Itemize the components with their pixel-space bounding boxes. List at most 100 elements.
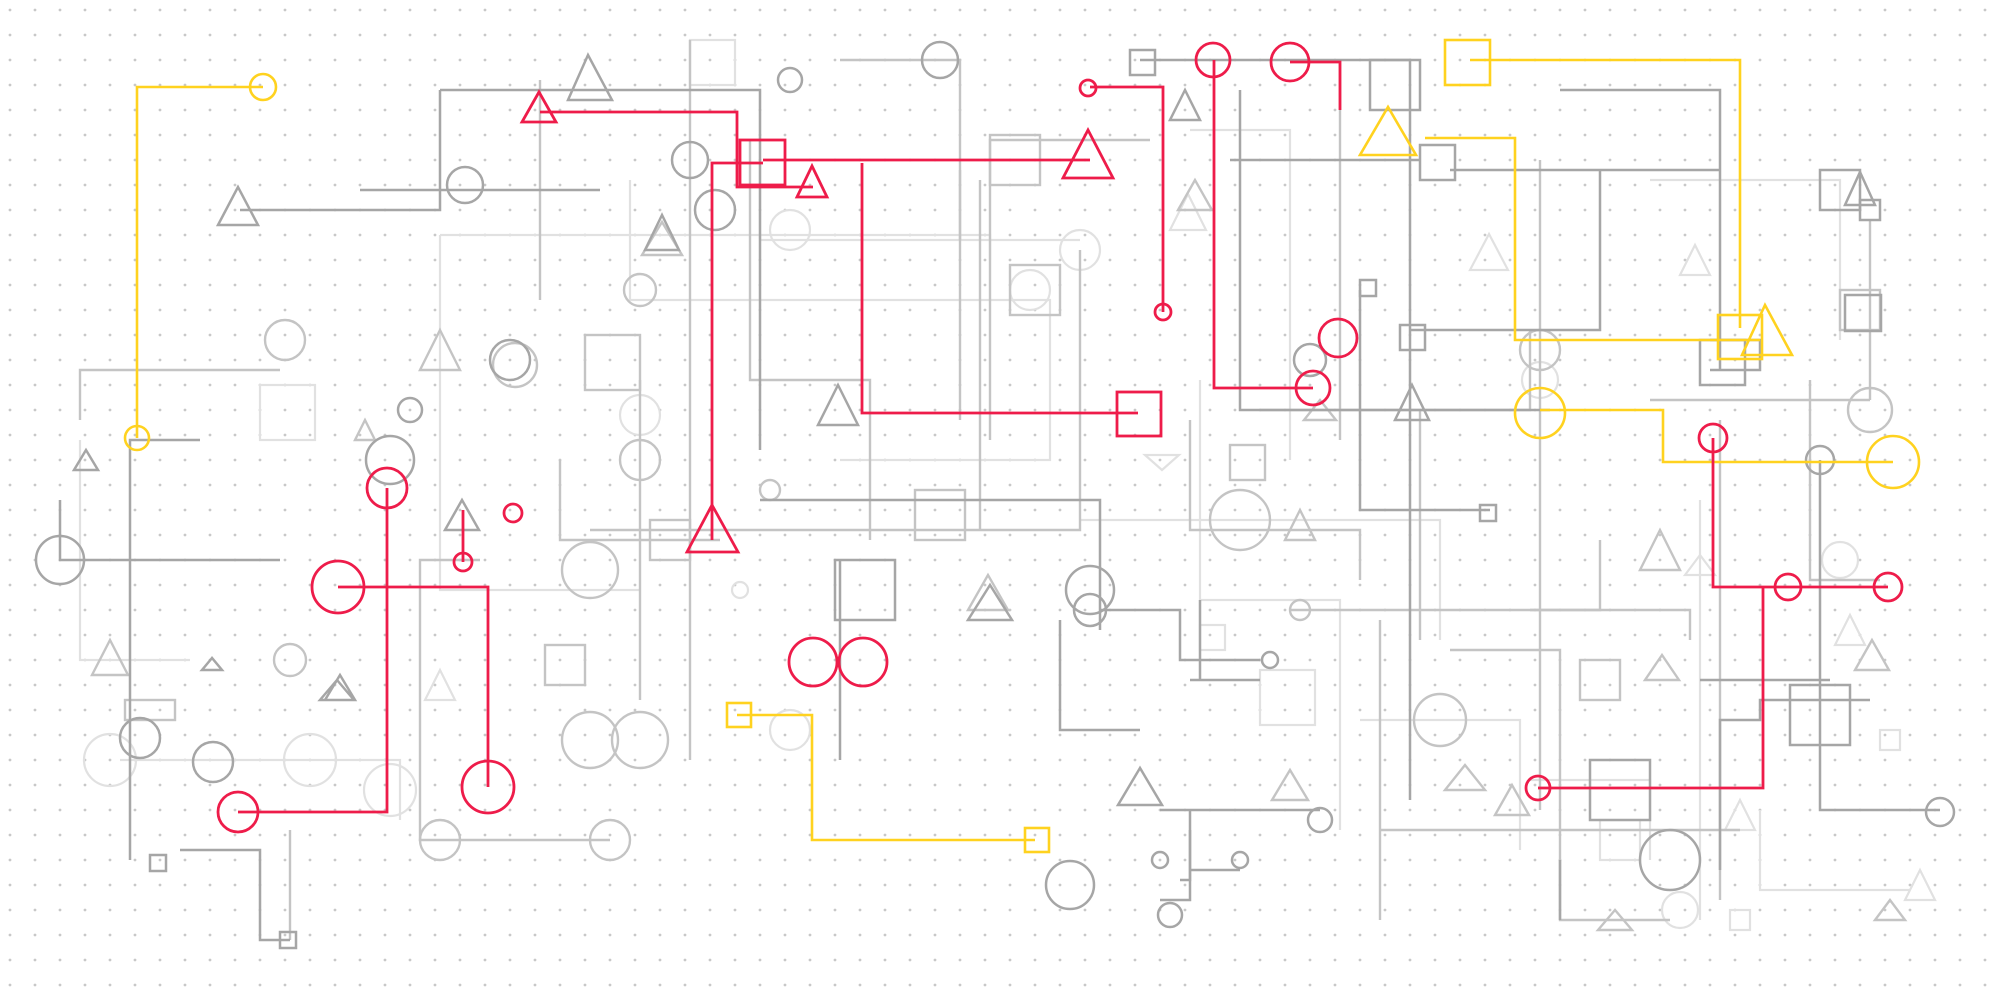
connector-line xyxy=(135,58,1893,842)
connector-line xyxy=(760,498,1260,760)
ring-node xyxy=(693,188,737,232)
triangle-node xyxy=(90,177,1908,932)
connector-line xyxy=(1090,60,1342,390)
mid-gray-layer xyxy=(78,40,1908,940)
ring-node xyxy=(310,559,366,615)
ring-node xyxy=(82,732,138,788)
ring-node xyxy=(1230,850,1250,870)
square-node xyxy=(1418,143,1457,182)
ring-node xyxy=(776,66,804,94)
ring-node xyxy=(1292,342,1328,378)
square-node xyxy=(543,643,587,687)
ring-node xyxy=(1269,41,1311,83)
square-node xyxy=(833,558,897,622)
ring-node xyxy=(445,165,485,205)
ring-node xyxy=(502,502,524,524)
ring-node xyxy=(418,818,462,862)
ring-node xyxy=(1294,369,1332,407)
ring-node xyxy=(191,740,235,784)
ring-node xyxy=(460,759,516,815)
connector-line xyxy=(78,368,1602,940)
ring-node xyxy=(34,534,86,586)
square-node xyxy=(1358,278,1378,298)
connector-line xyxy=(58,88,762,860)
square-node xyxy=(1578,658,1622,702)
triangle-node xyxy=(1357,104,1795,357)
ring-node xyxy=(452,551,474,573)
ring-node xyxy=(488,338,532,382)
ring-node xyxy=(216,790,260,834)
connector-line xyxy=(1558,460,1940,920)
square-node xyxy=(1228,443,1267,482)
triangle-node xyxy=(1678,242,1712,277)
square-node xyxy=(1858,198,1882,222)
square-node xyxy=(725,701,753,729)
triangle-node xyxy=(519,89,1116,554)
square-node xyxy=(648,518,692,562)
square-node xyxy=(1588,758,1652,822)
ring-node xyxy=(1208,488,1272,552)
connector-line xyxy=(1190,128,1842,830)
ring-node xyxy=(588,818,632,862)
ring-node xyxy=(1194,41,1232,79)
ring-node xyxy=(670,140,710,180)
ring-node xyxy=(560,710,620,770)
ring-node xyxy=(118,716,162,760)
ring-node xyxy=(282,732,338,788)
light-gray-layer xyxy=(78,38,1937,932)
square-node xyxy=(1258,668,1317,727)
connector-line xyxy=(78,440,1910,892)
ring-node xyxy=(1150,850,1170,870)
ring-node xyxy=(1524,774,1552,802)
ring-node xyxy=(787,636,839,688)
square-node xyxy=(913,488,967,542)
connector-line xyxy=(180,808,1320,942)
ring-node xyxy=(491,341,539,389)
connector-line xyxy=(840,58,1532,640)
ring-node xyxy=(1773,572,1803,602)
ring-node xyxy=(1072,592,1108,628)
ring-node xyxy=(1306,806,1334,834)
ring-node xyxy=(768,208,812,252)
square-node xyxy=(1843,293,1883,333)
ring-node xyxy=(365,466,409,510)
ring-node xyxy=(1638,828,1702,892)
ring-node xyxy=(123,424,151,452)
ring-node xyxy=(1078,78,1098,98)
square-node xyxy=(1008,263,1062,317)
square-node xyxy=(1023,826,1051,854)
ring-node xyxy=(396,396,424,424)
ring-node xyxy=(768,708,812,752)
ring-node xyxy=(1044,859,1096,911)
square-node xyxy=(1128,48,1157,77)
square-node xyxy=(1398,323,1427,352)
connector-line xyxy=(1058,620,1192,882)
ring-node xyxy=(364,434,416,486)
square-node xyxy=(1728,908,1752,932)
square-node xyxy=(1788,683,1852,747)
ring-node xyxy=(1820,540,1860,580)
square-node xyxy=(258,383,317,442)
ring-node xyxy=(1804,444,1836,476)
connector-line xyxy=(1290,608,1740,920)
ring-node xyxy=(1288,598,1312,622)
ring-node xyxy=(618,438,662,482)
ring-node xyxy=(248,72,278,102)
ring-node xyxy=(263,318,307,362)
ring-node xyxy=(837,636,889,688)
ring-node xyxy=(1513,386,1567,440)
ring-node xyxy=(610,710,670,770)
connector-line xyxy=(1538,438,1888,790)
square-node xyxy=(1478,503,1498,523)
ring-node xyxy=(1412,692,1468,748)
ring-node xyxy=(362,762,418,818)
ring-node xyxy=(920,40,960,80)
yellow-layer xyxy=(123,38,1921,854)
ring-node xyxy=(1697,422,1729,454)
square-node xyxy=(1878,728,1902,752)
square-node xyxy=(1368,58,1422,112)
ring-node xyxy=(1156,901,1184,929)
square-node xyxy=(738,138,787,187)
connector-line xyxy=(540,110,1138,540)
